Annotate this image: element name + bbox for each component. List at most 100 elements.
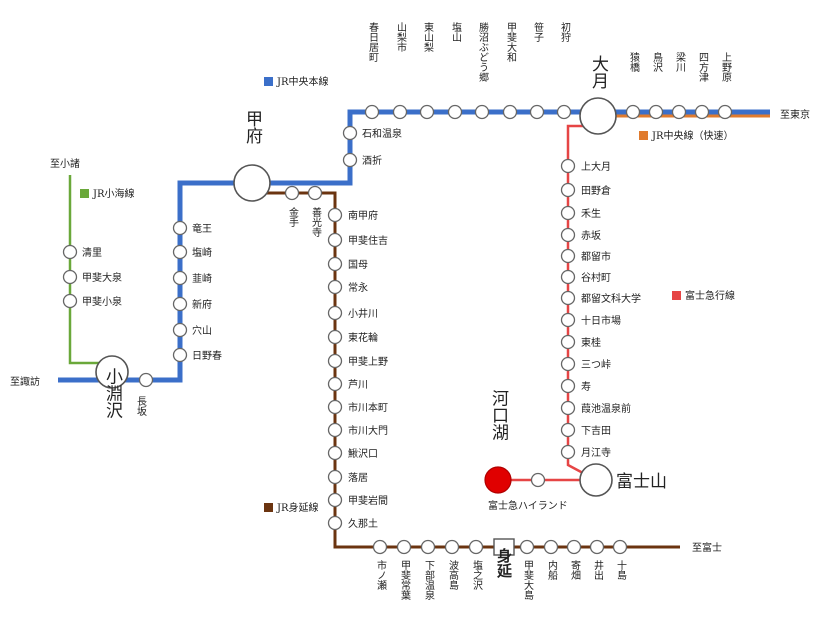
station-label-fujikyu-6: 都留文科大学 [581, 292, 641, 305]
station-marker-kofu[interactable] [233, 164, 271, 202]
station-marker-minobu-vert-13[interactable] [327, 515, 343, 531]
station-label-minobu-vert-9: 市川大門 [348, 424, 388, 437]
station-marker-koumi-2[interactable] [62, 293, 78, 309]
station-marker-minobu-br-2[interactable] [566, 539, 582, 555]
station-label-minobu-bl-1: 甲斐常葉 [399, 560, 411, 601]
station-label-minobu: 身延 [495, 547, 513, 579]
station-label-minobu-br-0: 甲斐大島 [522, 560, 534, 601]
station-marker-chuo-top-6[interactable] [529, 104, 545, 120]
station-marker-chuo-top-3[interactable] [447, 104, 463, 120]
station-marker-chuo-east-3[interactable] [694, 104, 710, 120]
station-marker-minobu-br-4[interactable] [612, 539, 628, 555]
station-marker-minobu-vert-9[interactable] [327, 422, 343, 438]
station-marker-chuo-top-5[interactable] [502, 104, 518, 120]
station-label-minobu-vert-2: 国母 [348, 259, 368, 271]
station-marker-chuo-top-1[interactable] [392, 104, 408, 120]
station-marker-fujikyu-5[interactable] [560, 269, 576, 285]
station-label-chuo-west-4: 穴山 [192, 324, 212, 337]
station-marker-minobu-vert-12[interactable] [327, 492, 343, 508]
station-marker-minobu-vert-2[interactable] [327, 256, 343, 272]
station-marker-chuo-west-4[interactable] [172, 322, 188, 338]
station-marker-chuo-vert-0[interactable] [342, 125, 358, 141]
station-label-fujikyu-highland: 富士急ハイランド [488, 499, 568, 512]
station-label-chuo-top-2: 東山梨 [422, 21, 434, 53]
station-label-chuo-top-7: 初狩 [559, 21, 571, 43]
station-marker-minobu-top-0[interactable] [284, 185, 300, 201]
station-marker-fujikyu-9[interactable] [560, 356, 576, 372]
station-label-minobu-bl-4: 塩之沢 [471, 559, 483, 591]
station-marker-koumi-0[interactable] [62, 244, 78, 260]
direction-fuji: 至富士 [692, 541, 722, 554]
station-label-minobu-vert-6: 甲斐上野 [348, 356, 388, 368]
station-marker-fujikyu-2[interactable] [560, 205, 576, 221]
station-marker-minobu-vert-3[interactable] [327, 279, 343, 295]
station-marker-fujikyu-4[interactable] [560, 248, 576, 264]
station-marker-chuo-east-1[interactable] [648, 104, 664, 120]
station-marker-minobu-bl-0[interactable] [372, 539, 388, 555]
station-marker-minobu-bl-3[interactable] [444, 539, 460, 555]
station-label-fujisan: 富士山 [616, 472, 667, 492]
station-marker-fujikyu-8[interactable] [560, 334, 576, 350]
station-label-chuo-top-0: 春日居町 [367, 22, 379, 62]
station-marker-nagasaka[interactable] [138, 372, 154, 388]
station-marker-fujikyu-0[interactable] [560, 158, 576, 174]
station-marker-chuo-west-5[interactable] [172, 347, 188, 363]
station-label-chuo-east-3: 四方津 [697, 52, 709, 83]
station-label-chuo-east-4: 上野原 [720, 52, 732, 82]
station-marker-minobu-vert-0[interactable] [327, 207, 343, 223]
station-marker-minobu-bl-1[interactable] [396, 539, 412, 555]
station-marker-fujikyu-12[interactable] [560, 422, 576, 438]
station-marker-minobu-vert-8[interactable] [327, 399, 343, 415]
station-marker-chuo-east-4[interactable] [717, 104, 733, 120]
station-marker-kawaguchiko[interactable] [484, 466, 512, 494]
station-marker-koumi-1[interactable] [62, 269, 78, 285]
station-marker-chuo-west-0[interactable] [172, 220, 188, 236]
legend-label-chuo: JR中央本線 [276, 75, 329, 88]
station-marker-minobu-br-3[interactable] [589, 539, 605, 555]
station-marker-fujikyu-11[interactable] [560, 400, 576, 416]
station-marker-chuo-east-0[interactable] [625, 104, 641, 120]
station-marker-minobu-br-0[interactable] [519, 539, 535, 555]
station-marker-fujikyu-highland[interactable] [530, 472, 546, 488]
station-marker-minobu-vert-10[interactable] [327, 445, 343, 461]
station-marker-fujikyu-6[interactable] [560, 290, 576, 306]
station-marker-minobu-vert-6[interactable] [327, 353, 343, 369]
station-marker-chuo-east-2[interactable] [671, 104, 687, 120]
station-marker-minobu-vert-7[interactable] [327, 376, 343, 392]
station-label-minobu-vert-12: 甲斐岩間 [348, 494, 388, 507]
station-marker-minobu-vert-5[interactable] [327, 329, 343, 345]
station-marker-otsuki[interactable] [579, 97, 617, 135]
station-marker-chuo-west-2[interactable] [172, 270, 188, 286]
station-marker-fujisan[interactable] [579, 463, 613, 497]
station-marker-minobu-top-1[interactable] [307, 185, 323, 201]
station-label-chuo-west-1: 塩崎 [192, 246, 212, 259]
station-label-minobu-vert-0: 南甲府 [348, 209, 378, 222]
station-marker-chuo-west-3[interactable] [172, 296, 188, 312]
station-marker-fujikyu-7[interactable] [560, 312, 576, 328]
station-marker-chuo-top-7[interactable] [556, 104, 572, 120]
station-marker-minobu-bl-2[interactable] [420, 539, 436, 555]
station-marker-chuo-top-2[interactable] [419, 104, 435, 120]
station-marker-minobu-br-1[interactable] [543, 539, 559, 555]
direction-labels: 至東京 至小諸 至諏訪 至富士 [10, 108, 810, 554]
station-marker-minobu-vert-4[interactable] [327, 305, 343, 321]
station-marker-minobu[interactable] [493, 538, 515, 556]
station-marker-chuo-top-0[interactable] [364, 104, 380, 120]
station-marker-kobuchizawa[interactable] [95, 355, 129, 389]
legend-label-koumi: JR小海線 [92, 187, 135, 200]
station-label-fujikyu-0: 上大月 [581, 160, 611, 173]
station-label-minobu-br-2: 寄畑 [569, 559, 581, 580]
station-marker-fujikyu-13[interactable] [560, 444, 576, 460]
station-marker-fujikyu-10[interactable] [560, 378, 576, 394]
station-marker-fujikyu-1[interactable] [560, 182, 576, 198]
chuo-line-track [58, 109, 770, 383]
station-marker-minobu-vert-1[interactable] [327, 232, 343, 248]
station-marker-chuo-top-4[interactable] [474, 104, 490, 120]
station-marker-minobu-bl-4[interactable] [468, 539, 484, 555]
station-label-koumi-2: 甲斐小泉 [82, 295, 122, 308]
station-marker-chuo-vert-1[interactable] [342, 152, 358, 168]
station-label-chuo-west-3: 新府 [192, 298, 212, 311]
station-marker-minobu-vert-11[interactable] [327, 469, 343, 485]
station-marker-chuo-west-1[interactable] [172, 244, 188, 260]
station-marker-fujikyu-3[interactable] [560, 227, 576, 243]
